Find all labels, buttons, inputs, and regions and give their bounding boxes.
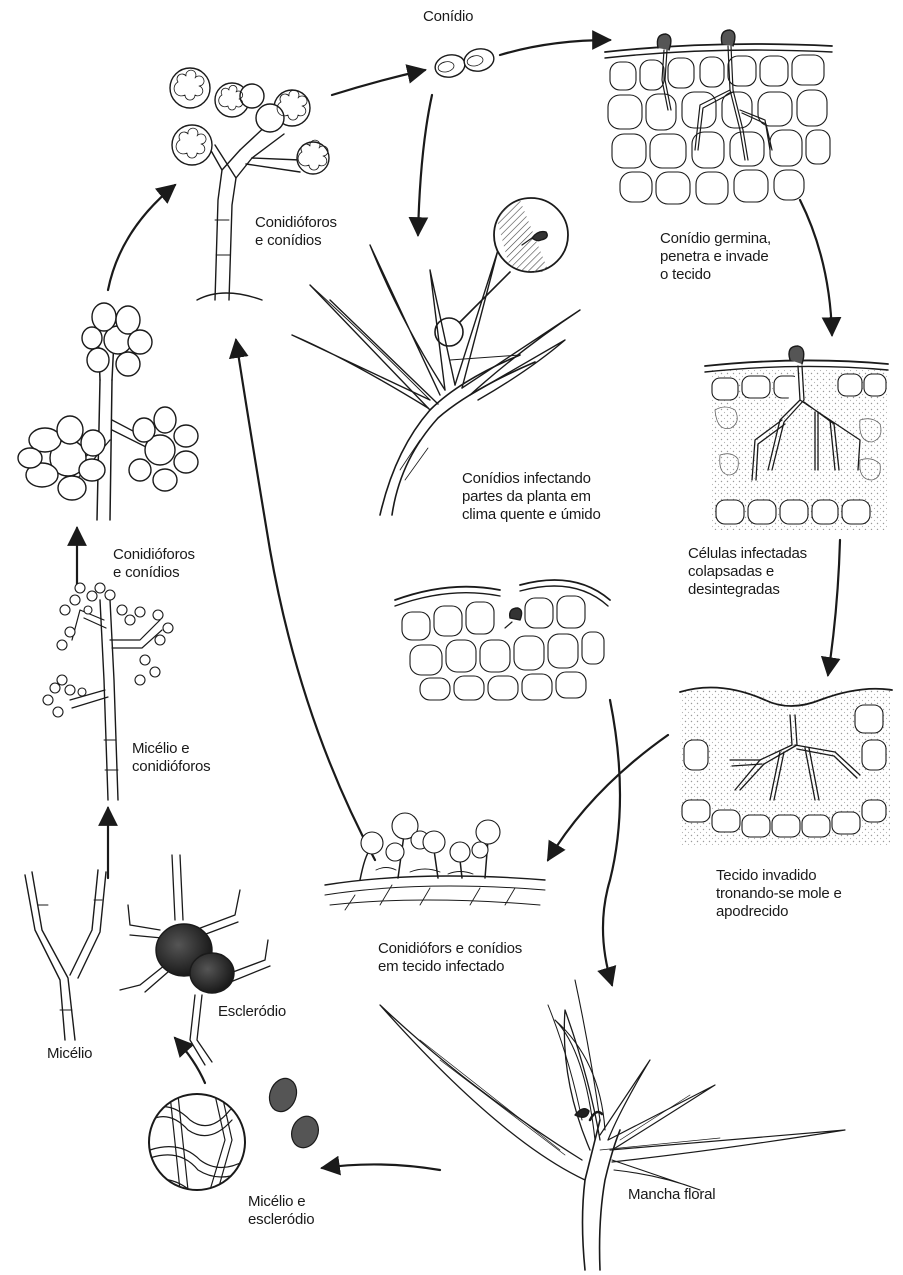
arrow-left-up — [108, 185, 175, 290]
arrow-conidiophore-to-conidium — [332, 70, 425, 95]
arrow-long-return — [236, 340, 375, 860]
tissue-collapsed — [680, 688, 892, 846]
label-conidio: Conídio — [423, 8, 473, 26]
label-line: apodrecido — [716, 903, 842, 921]
label-line: Tecido invadido — [716, 867, 842, 885]
arrow-infected-to-collapsed — [828, 540, 840, 675]
arrow-tissue-to-infected — [800, 200, 832, 335]
label-line: Conídios infectando — [462, 470, 601, 488]
label-line: desintegradas — [688, 581, 807, 599]
cycle-arrows — [77, 40, 840, 1170]
arrow-flower-to-sclerotia — [322, 1164, 440, 1170]
label-line: e conídios — [255, 232, 337, 250]
label-line: clima quente e úmido — [462, 506, 601, 524]
label-line: Micélio — [47, 1045, 92, 1063]
label-line: Micélio e — [132, 740, 210, 758]
label-line: Conidiófors e conídios — [378, 940, 522, 958]
label-mancha-floral: Mancha floral — [628, 1186, 715, 1204]
sclerotium — [120, 855, 270, 1065]
label-line: colapsadas e — [688, 563, 807, 581]
label-line: escleródio — [248, 1211, 314, 1229]
label-line: Conídio — [423, 8, 473, 26]
label-line: Micélio e — [248, 1193, 314, 1211]
mycelium-sclerotia-circle — [149, 1075, 323, 1195]
mycelium — [25, 870, 106, 1040]
tissue-penetration — [395, 580, 610, 700]
arrow-section-to-flower — [603, 700, 620, 985]
label-line: o tecido — [660, 266, 771, 284]
label-micelio: Micélio — [47, 1045, 92, 1063]
tissue-infected — [705, 346, 888, 530]
label-line: tronando-se mole e — [716, 885, 842, 903]
label-line: conidióforos — [132, 758, 210, 776]
flower-blight — [380, 980, 845, 1270]
tissue-germination — [605, 30, 832, 204]
arrow-conidium-to-plant — [418, 95, 432, 235]
conidiophore-top — [170, 68, 329, 300]
label-line: em tecido infectado — [378, 958, 522, 976]
conidia-top — [433, 46, 496, 80]
label-line: Mancha floral — [628, 1186, 715, 1204]
arrow-tissue-to-conidiophores — [548, 735, 668, 860]
label-line: Conídio germina, — [660, 230, 771, 248]
label-line: e conídios — [113, 564, 195, 582]
label-line: Conidióforos — [255, 214, 337, 232]
label-line: Células infectadas — [688, 545, 807, 563]
label-line: Conidióforos — [113, 546, 195, 564]
label-line: Escleródio — [218, 1003, 286, 1021]
label-line: penetra e invade — [660, 248, 771, 266]
label-esclerodio: Escleródio — [218, 1003, 286, 1021]
label-line: partes da planta em — [462, 488, 601, 506]
conidiophore-large — [18, 303, 198, 520]
arrow-conidium-to-tissue — [500, 40, 610, 55]
